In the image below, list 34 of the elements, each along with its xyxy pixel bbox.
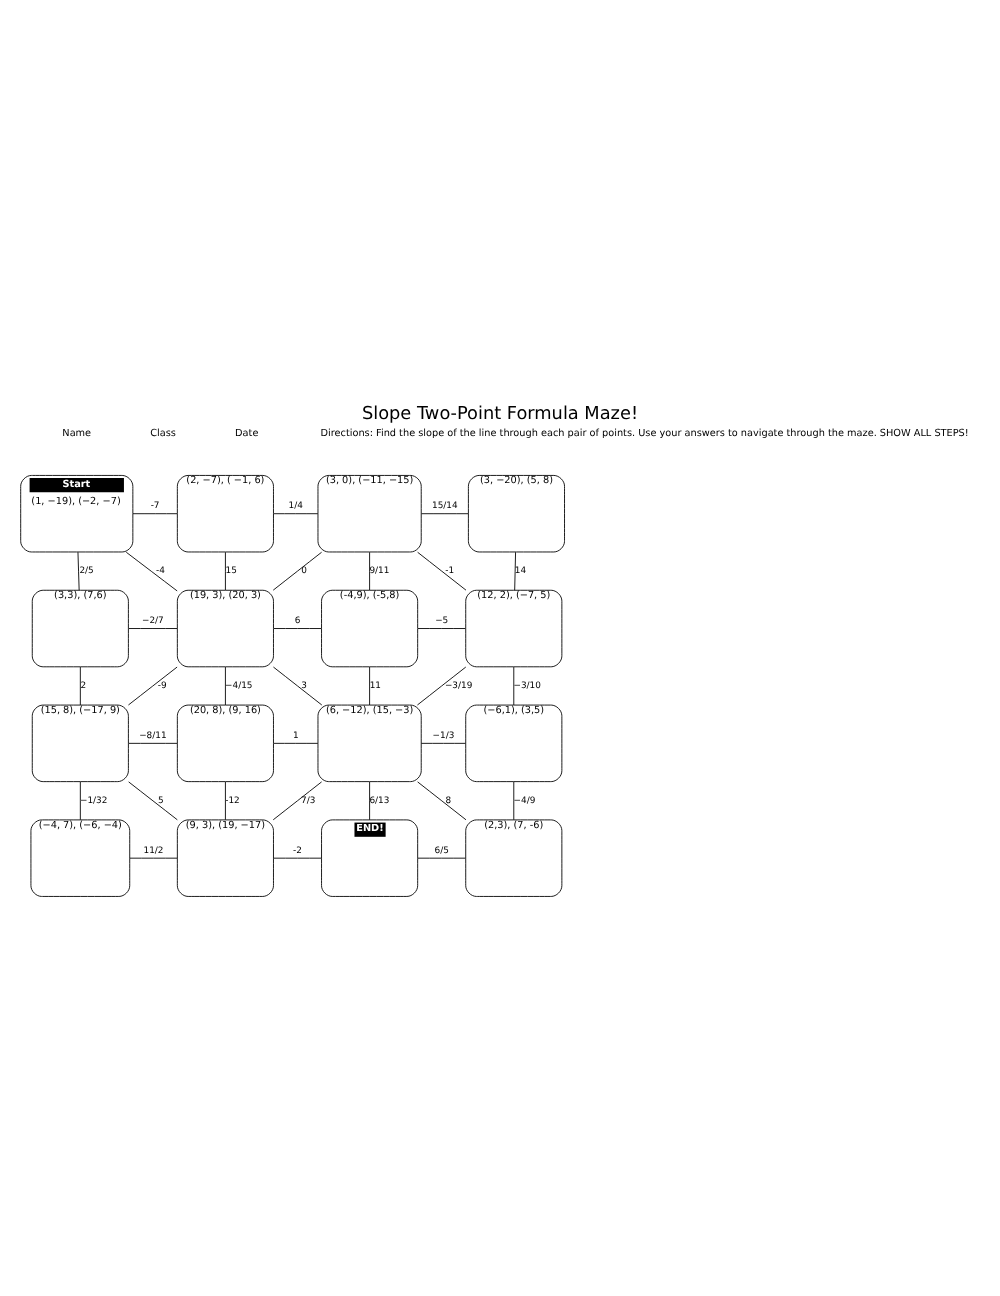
connector [128,665,178,705]
connector [128,627,178,628]
connector [224,665,226,705]
connector [272,780,323,820]
connector [369,780,371,820]
connector [416,665,467,705]
connector [514,550,517,590]
connector [79,780,81,820]
connector [417,627,466,628]
connector [273,627,322,628]
connector [369,550,371,590]
connector [132,512,178,514]
connector [79,665,81,705]
connector [129,856,178,858]
connector [273,512,319,514]
connector [128,780,178,820]
connector [224,780,226,820]
connector [369,665,371,705]
connector [417,856,466,858]
connector [420,741,467,743]
connector [273,856,322,858]
connector [417,780,467,820]
diagram-title: Slope Two-Point Formula Maze! [361,404,639,425]
connector [128,741,178,743]
connector [272,550,323,590]
connector [420,512,469,514]
connector [272,665,323,705]
connector [224,550,226,590]
connector [125,550,178,591]
connector [513,665,515,705]
connector [417,550,467,590]
connector [513,780,515,820]
connector [77,550,80,590]
connector [273,741,319,743]
